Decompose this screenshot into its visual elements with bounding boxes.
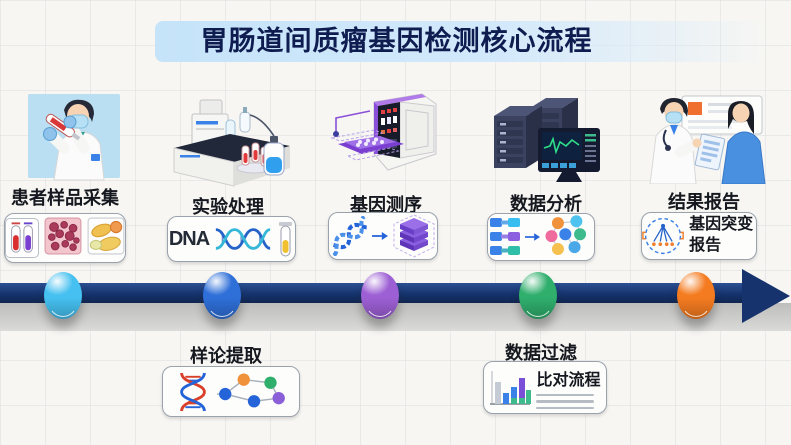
filtering-box: 比对流程 <box>483 361 607 414</box>
title-banner: 胃肠道间质瘤基因检测核心流程 <box>155 21 788 62</box>
mutation-tree-icon <box>642 217 684 255</box>
text-line <box>536 400 595 403</box>
alignment-flow-block: 比对流程 <box>536 366 601 410</box>
text-line <box>536 406 595 410</box>
doctor-patient-consult-illustration <box>649 95 766 184</box>
dna-extraction-box: DNA <box>167 216 296 262</box>
extraction-box <box>162 366 300 417</box>
dna-helix-icon <box>331 216 367 256</box>
timeline-marker-5 <box>677 272 715 319</box>
alignment-flow-title: 比对流程 <box>536 371 601 389</box>
lab-equipment-illustration <box>173 99 290 187</box>
dna-helix-icon <box>179 372 206 411</box>
dna-text: DNA <box>168 227 210 250</box>
report-document-icon <box>694 133 726 171</box>
data-stack-icon <box>393 214 435 258</box>
substep-label-filtering: 数据过滤 <box>505 343 577 363</box>
timeline-marker-3 <box>361 272 399 319</box>
timeline-marker-1 <box>44 272 82 319</box>
doctor-collecting-sample-illustration <box>28 94 120 181</box>
dna-helix-icon <box>215 228 271 250</box>
blood-tubes-icon <box>5 218 39 258</box>
bar-chart-icon <box>490 370 532 405</box>
monitor-icon <box>538 128 600 182</box>
analysis-box <box>487 213 595 261</box>
sample-tray-icon <box>338 136 404 154</box>
specimen-pieces-icon <box>87 217 125 260</box>
test-tube-icon <box>279 221 293 256</box>
substep-label-extraction: 样论提取 <box>190 346 262 366</box>
timeline-marker-2 <box>203 272 241 319</box>
text-line <box>536 393 595 397</box>
stage-label-results-report: 结果报告 <box>668 192 740 212</box>
gene-sequencer-illustration <box>330 93 437 171</box>
mutation-report-box: 基因突变报告 <box>641 212 757 260</box>
stage-label-sequencing: 基因测序 <box>350 195 422 215</box>
molecule-network-icon <box>216 372 285 407</box>
stage-label-lab-processing: 实验处理 <box>192 197 264 217</box>
tissue-sample-icon <box>44 217 82 260</box>
arrow-right-icon <box>524 233 540 241</box>
sequencing-box <box>328 212 438 260</box>
read-fragments-icon <box>489 218 520 255</box>
stage-label-data-analysis: 数据分析 <box>510 194 582 214</box>
variant-cluster-icon <box>544 215 586 255</box>
mutation-report-text: 基因突变报告 <box>689 216 754 254</box>
blue-bottle-icon <box>263 136 285 176</box>
stage-label-sample-collection: 患者样品采集 <box>11 188 119 208</box>
timeline-marker-4 <box>519 272 557 319</box>
arrow-right-icon <box>372 232 388 240</box>
page-title: 胃肠道间质瘤基因检测核心流程 <box>200 26 593 56</box>
sample-types-box <box>4 213 126 263</box>
timeline-arrowhead-icon <box>742 269 790 323</box>
blood-syringe-icon <box>45 113 81 141</box>
server-and-monitor-illustration <box>494 98 600 182</box>
